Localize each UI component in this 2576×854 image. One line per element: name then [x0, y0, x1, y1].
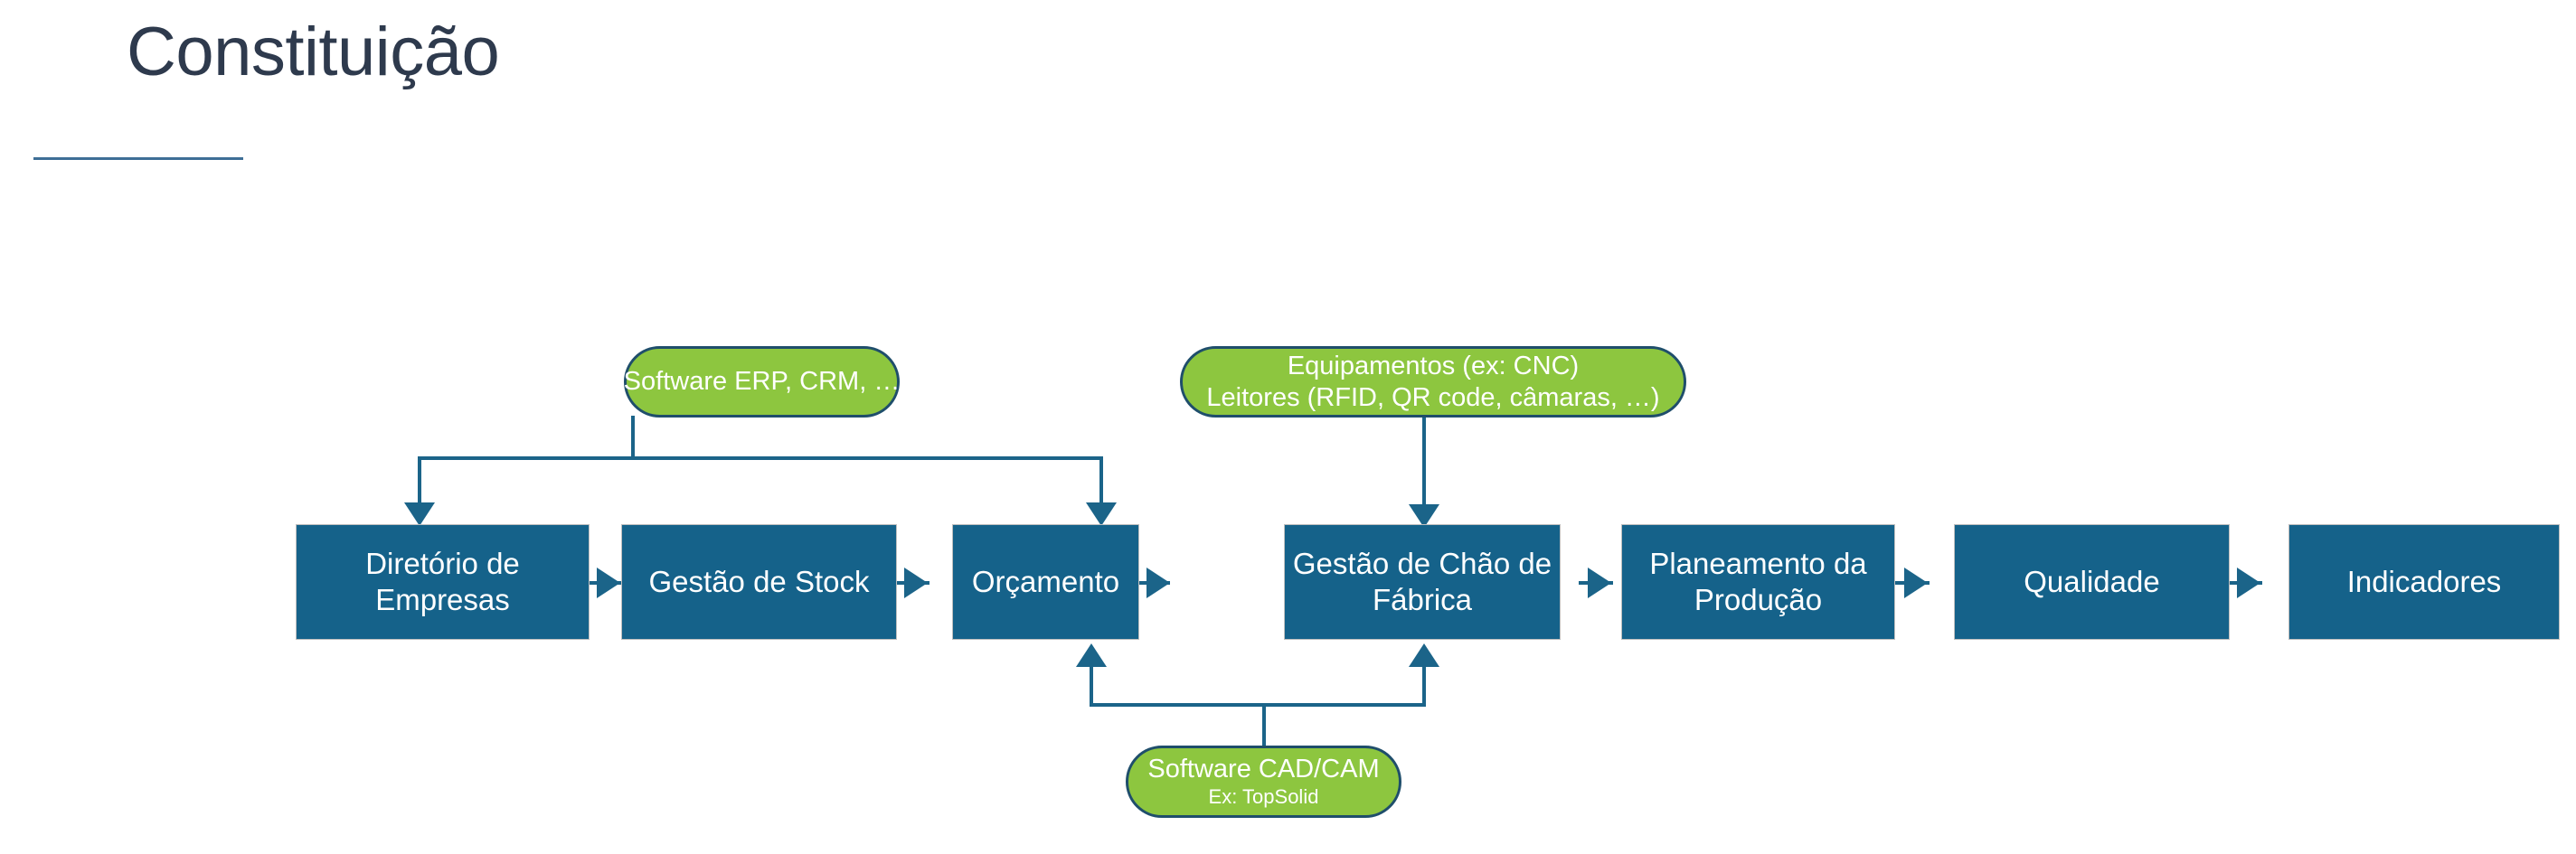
arrow-planeamento-to-qualidade: [1904, 568, 1928, 598]
connector-cadcam-stem: [1262, 703, 1266, 746]
arrow-cadcam-to-chao-fabrica: [1409, 643, 1439, 667]
connector-erp-right-drop: [1099, 456, 1103, 512]
arrow-equipamentos-to-chao-fabrica: [1409, 504, 1439, 528]
connector-cadcam-bus: [1090, 703, 1426, 707]
callout-equipamentos-label: Equipamentos (ex: CNC): [1287, 351, 1580, 380]
callout-leitores-label: Leitores (RFID, QR code, câmaras, …): [1206, 382, 1660, 412]
process-box-orcamento[interactable]: Orçamento: [952, 524, 1139, 640]
connector-cadcam-left-riser: [1090, 649, 1093, 705]
connector-erp-left-drop: [418, 456, 421, 512]
connector-cadcam-right-riser: [1422, 649, 1426, 705]
process-box-gestao-de-chao-de-fabrica[interactable]: Gestão de Chão de Fábrica: [1284, 524, 1561, 640]
callout-software-cad-cam-example: Ex: TopSolid: [1208, 785, 1319, 809]
arrow-stock-to-orcamento: [904, 568, 928, 598]
process-box-planeamento-da-producao[interactable]: Planeamento da Produção: [1621, 524, 1895, 640]
process-box-qualidade[interactable]: Qualidade: [1954, 524, 2230, 640]
page-title: Constituição: [127, 14, 500, 90]
callout-equipamentos-leitores[interactable]: Equipamentos (ex: CNC) Leitores (RFID, Q…: [1180, 346, 1686, 418]
arrow-qualidade-to-indicadores: [2237, 568, 2260, 598]
arrow-cadcam-to-orcamento: [1076, 643, 1107, 667]
arrow-chao-fabrica-to-planeamento: [1588, 568, 1611, 598]
callout-software-erp-crm[interactable]: Software ERP, CRM, …: [624, 346, 900, 418]
callout-software-cad-cam[interactable]: Software CAD/CAM Ex: TopSolid: [1126, 746, 1401, 818]
callout-software-erp-crm-label: Software ERP, CRM, …: [623, 367, 901, 397]
title-underline-rule: [33, 157, 243, 160]
process-box-gestao-de-stock[interactable]: Gestão de Stock: [621, 524, 897, 640]
arrow-orcamento-to-chao-fabrica: [1146, 568, 1170, 598]
connector-equipamentos-stem: [1422, 416, 1426, 515]
connector-erp-bus: [418, 456, 1103, 460]
callout-software-cad-cam-label: Software CAD/CAM: [1147, 755, 1380, 784]
arrow-erp-to-orcamento: [1086, 502, 1117, 526]
arrow-diretorio-to-stock: [597, 568, 620, 598]
process-box-diretorio-de-empresas[interactable]: Diretório de Empresas: [296, 524, 590, 640]
connector-erp-stem: [631, 416, 635, 459]
process-box-indicadores[interactable]: Indicadores: [2288, 524, 2560, 640]
arrow-erp-to-diretorio: [404, 502, 435, 526]
